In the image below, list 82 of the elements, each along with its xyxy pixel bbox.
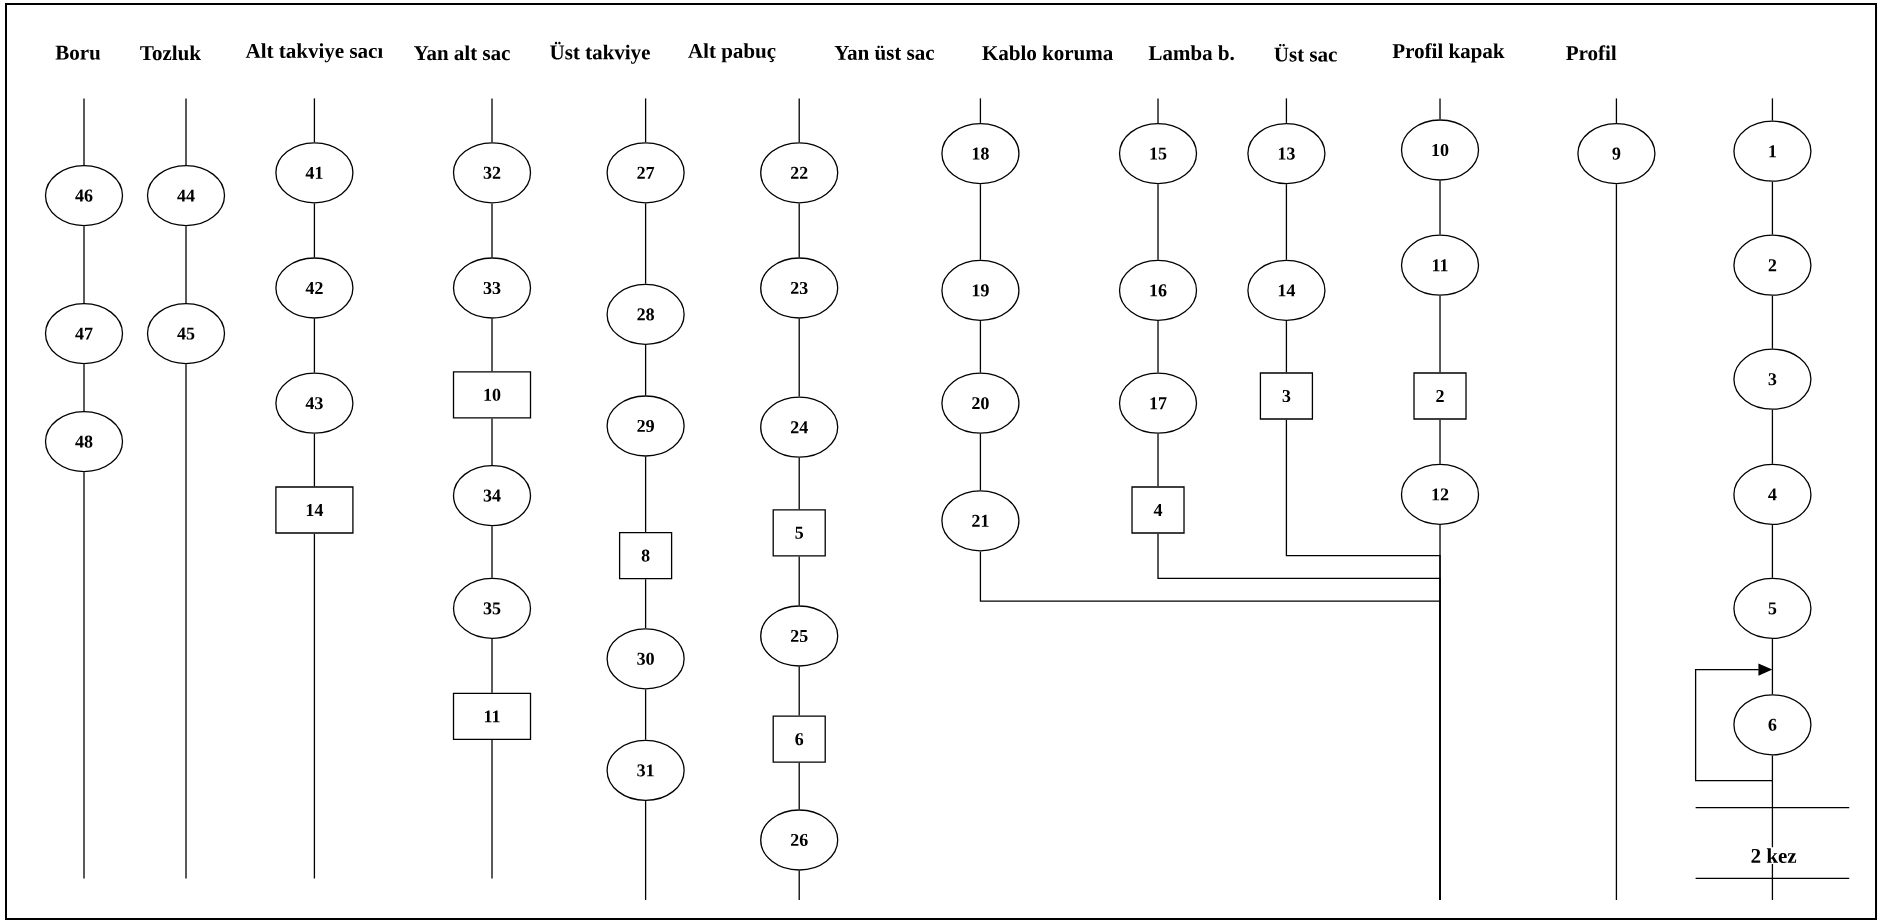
flow-line [644,578,647,629]
column-header: Üst sac [1272,42,1339,63]
inspection-box: 2 [1413,372,1467,420]
flow-line [1157,183,1159,261]
flow-line [1771,97,1774,122]
column-header: Alt takviye sacı [244,42,385,64]
flow-line [313,433,316,487]
flow-line [1439,419,1441,465]
flow-line [491,202,493,258]
flow-line [1285,97,1288,124]
flow-line [644,456,647,533]
flow-line [1771,754,1774,901]
flow-line [313,97,316,143]
flow-line [491,525,493,579]
column-header: Profil kapak [1391,42,1506,64]
flow-line [798,870,800,901]
column-header: Üst takviye [548,40,652,65]
flow-line [1771,638,1774,695]
repeat-note: 2 kez [1749,847,1798,864]
flow-line [1439,180,1441,236]
flow-line [313,202,316,258]
flow-line [1285,183,1288,261]
flow-line [83,97,85,166]
flow-line [798,97,800,143]
flow-line [185,225,187,304]
flow-line [185,363,187,880]
flow-line [644,97,647,143]
flow-line [491,318,493,372]
flow-line [644,202,647,285]
column-header: Tozluk [138,44,202,62]
flow-line [1439,524,1441,901]
flow-line [491,739,493,880]
flow-line [1439,97,1441,120]
inspection-box: 4 [1131,486,1185,534]
flow-line [798,318,800,398]
column-header: Alt pabuç [686,42,778,64]
flow-line [1771,295,1774,350]
flow-line [1157,320,1159,374]
flow-line [313,318,316,374]
flow-line [1615,183,1618,901]
flow-line [491,97,493,143]
inspection-box: 14 [275,486,354,534]
flow-line [185,97,187,166]
flow-line [798,666,800,717]
flow-line [644,800,647,901]
flow-line [798,457,800,510]
flow-line [644,344,647,396]
flow-line [798,762,800,810]
inspection-box: 10 [452,371,532,419]
column-header: Kablo koruma [981,44,1115,62]
flow-line [313,533,316,880]
flow-line [979,97,982,124]
inspection-box: 6 [772,715,826,763]
flow-line [1285,320,1288,373]
column-header: Yan üst sac [833,44,936,61]
loop-arrow [1694,663,1774,782]
column-header: Yan alt sac [412,44,512,62]
flow-line [491,417,493,466]
flow-line [83,363,85,412]
flow-line [644,688,647,741]
flow-line [83,471,85,880]
flow-line [1439,295,1441,373]
inspection-box: 5 [772,509,826,557]
inspection-box: 8 [618,531,673,580]
flow-line [798,555,800,606]
flow-line [1771,409,1774,465]
flow-line [979,183,982,261]
flow-line [1157,433,1159,487]
flow-line [979,320,982,374]
flow-line [491,638,493,694]
column-header: Profil [1564,44,1618,62]
flow-line [798,202,800,258]
inspection-box: 11 [452,692,532,741]
flow-line [1157,97,1159,124]
flow-line [1771,524,1774,579]
flow-line [979,433,982,491]
flow-line [1615,97,1618,124]
column-header: Boru [54,44,102,61]
flow-line [83,225,85,304]
flow-line [1771,181,1774,236]
inspection-box: 3 [1259,372,1314,420]
column-header: Lamba b. [1147,44,1236,62]
